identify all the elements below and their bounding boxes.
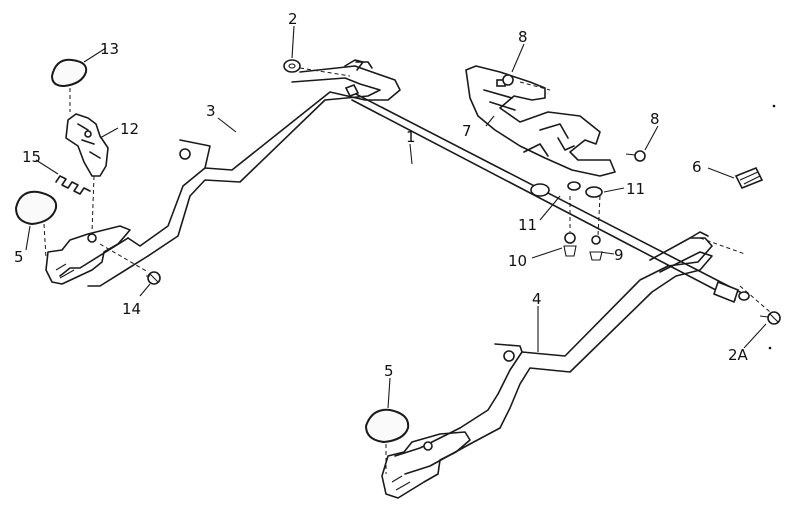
callout-9: 9: [614, 246, 624, 264]
washer-2: [283, 59, 301, 73]
speck: [768, 346, 772, 350]
callout-3: 3: [206, 102, 216, 120]
callout-4: 4: [532, 290, 542, 308]
callout-12: 12: [120, 120, 139, 138]
speck: [772, 104, 776, 108]
screw-9: [589, 235, 603, 261]
callout-2a: 2A: [728, 346, 749, 364]
leader-lines: [25, 25, 767, 409]
callout-11-right: 11: [626, 180, 645, 198]
screw-2a: [759, 311, 781, 325]
knob-13: [50, 58, 88, 88]
pin-part: [734, 166, 764, 190]
callout-10: 10: [508, 252, 527, 270]
callout-2: 2: [288, 10, 298, 28]
knob-5-left: [14, 190, 58, 226]
callout-11-left: 11: [518, 216, 537, 234]
callout-8-right: 8: [650, 110, 660, 128]
callout-6: 6: [692, 158, 702, 176]
cross-shaft-rod: [344, 83, 750, 304]
washer-11-left: [567, 181, 581, 191]
callout-5-left: 5: [14, 248, 24, 266]
latch-assembly: [65, 113, 109, 177]
callout-15: 15: [22, 148, 41, 166]
assembly-lines: [43, 67, 771, 474]
callout-5-bottom: 5: [384, 362, 394, 380]
callout-8-top: 8: [518, 28, 528, 46]
callout-7: 7: [462, 122, 472, 140]
screw-8-top: [502, 74, 514, 86]
right-lever-arm: [394, 231, 713, 475]
callout-14: 14: [122, 300, 141, 318]
callout-1: 1: [406, 128, 416, 146]
screw-14: [146, 271, 161, 285]
washer-11-right: [585, 186, 603, 198]
screw-10: [563, 232, 577, 257]
callout-labels: 13 2 3 12 15 5 14 1 8 7 8 6 11 11 10 9 4…: [14, 10, 749, 380]
callout-13: 13: [100, 40, 119, 58]
right-base-plate: [381, 431, 471, 499]
knob-5-bottom: [364, 408, 410, 444]
left-base-plate: [45, 225, 131, 285]
screw-8-right: [625, 150, 646, 162]
bracket-assembly: [465, 65, 616, 177]
spring-part: [55, 175, 91, 195]
